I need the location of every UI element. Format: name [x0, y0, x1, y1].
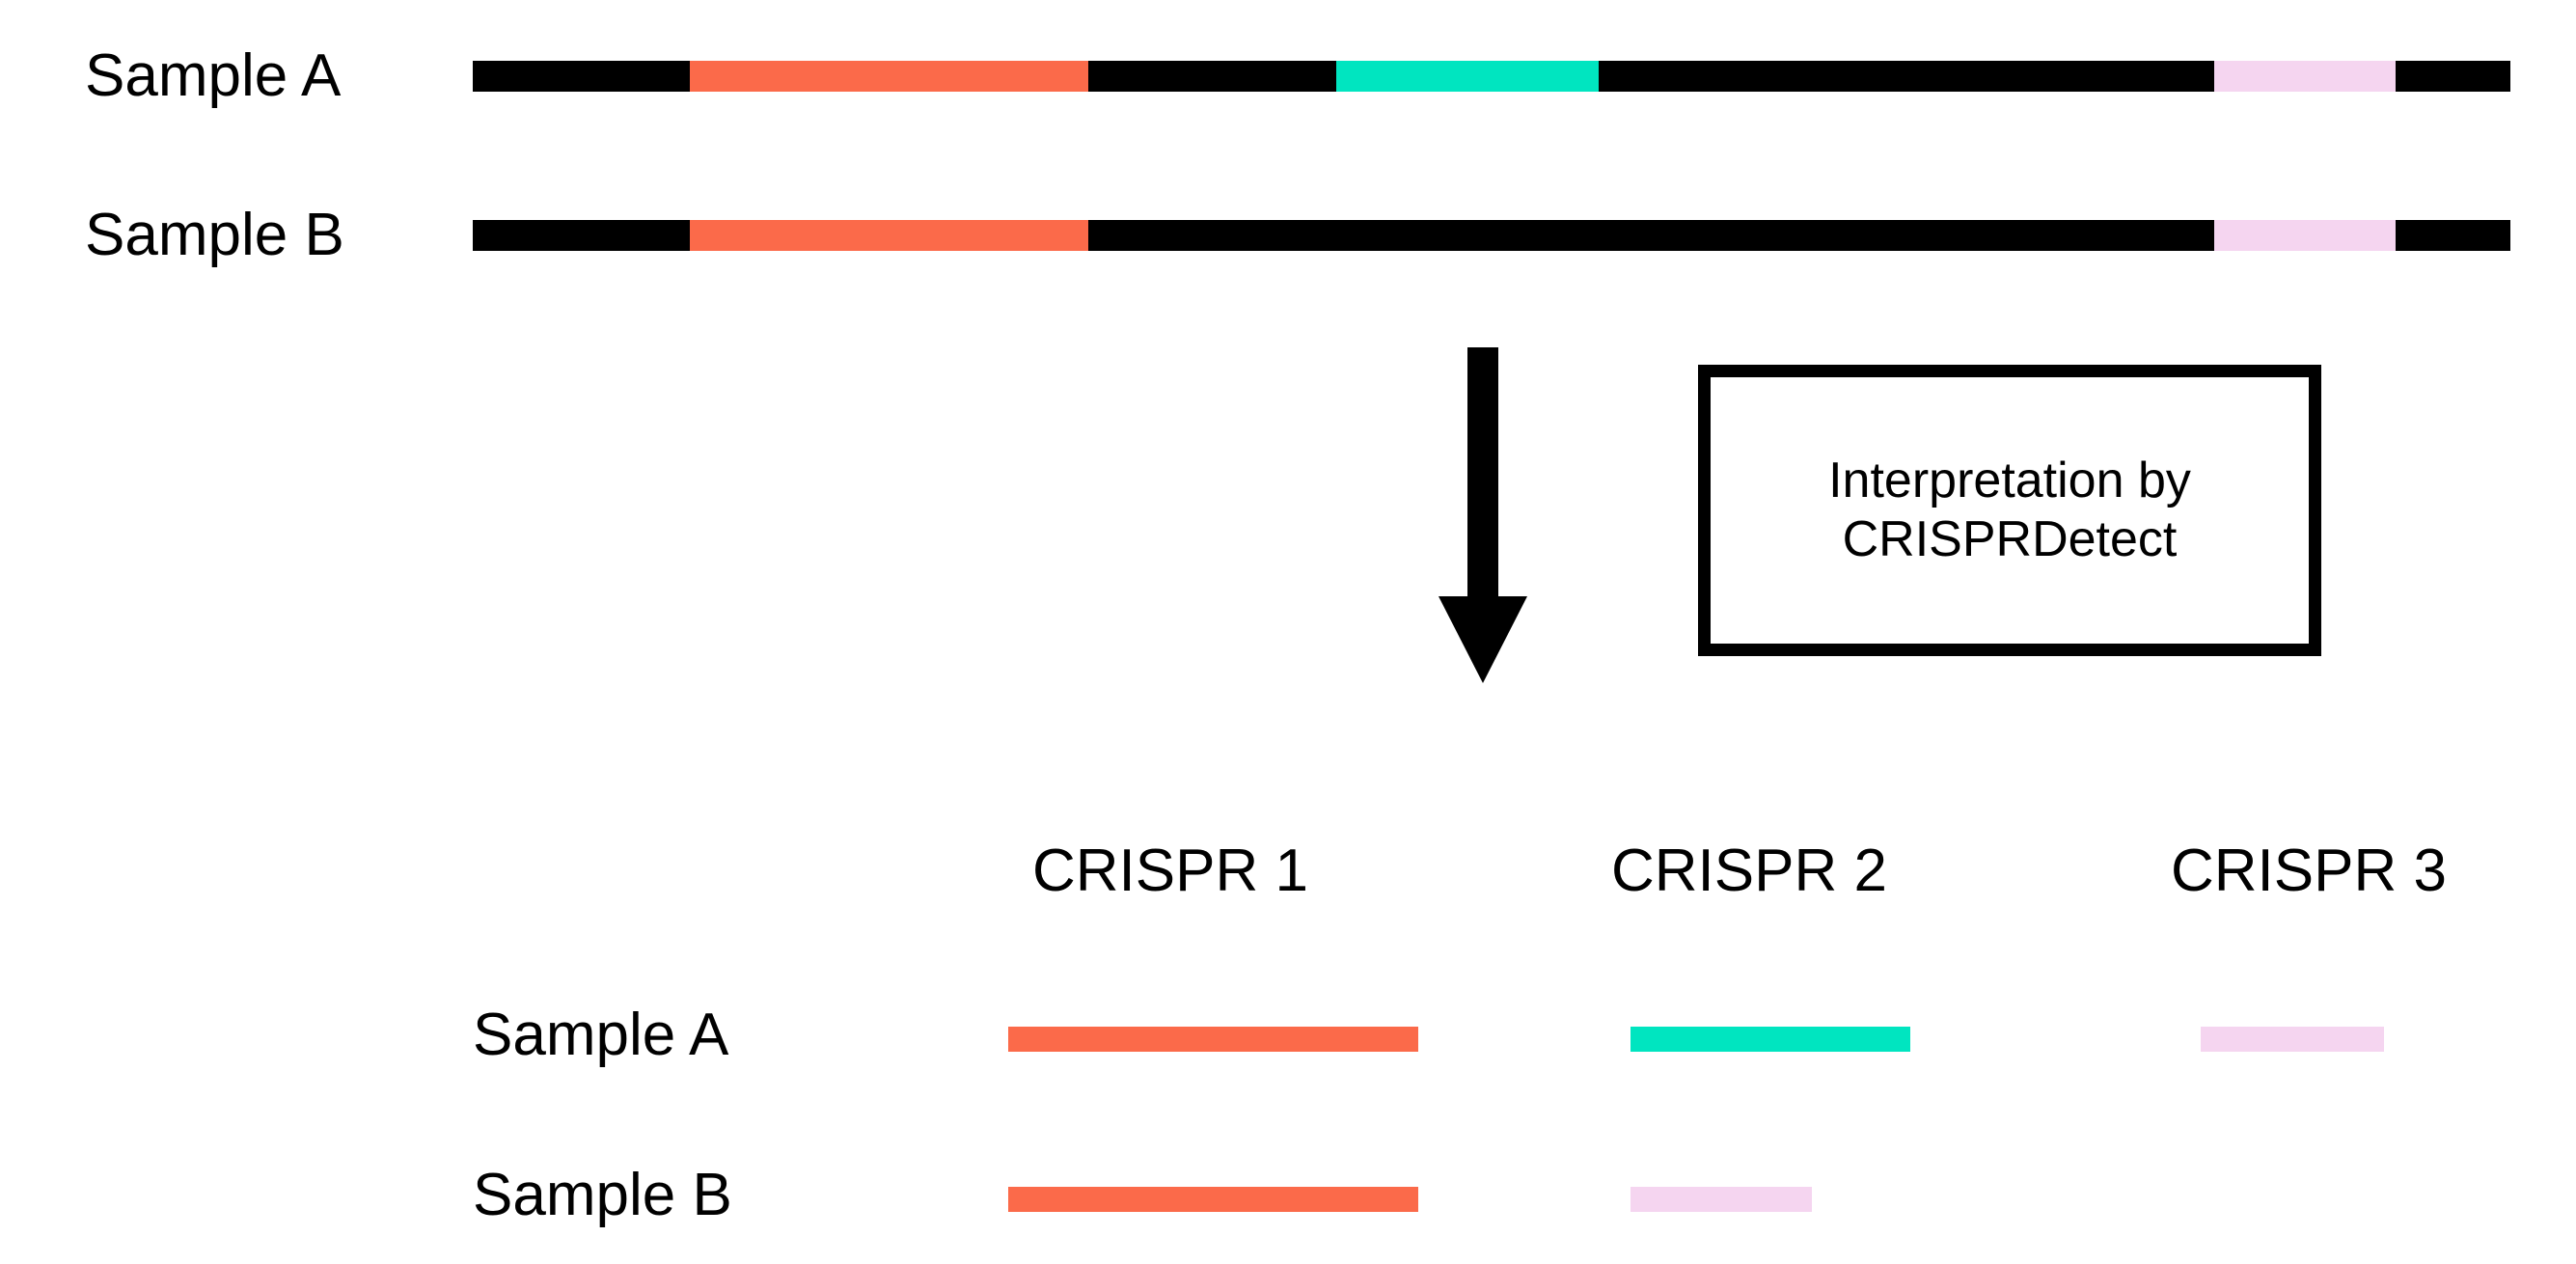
- genome-track-sample-a: [473, 61, 2510, 92]
- result-bar-sample-a-crispr-2: [1631, 1027, 1910, 1052]
- genome-segment-black: [1599, 61, 2214, 92]
- genome-segment-orange: [689, 220, 1089, 251]
- genome-track-sample-b: [473, 220, 2510, 251]
- down-arrow-head: [1439, 596, 1527, 683]
- genome-segment-pink: [2213, 220, 2396, 251]
- interpretation-line-1: Interpretation by: [1828, 452, 2191, 508]
- genome-segment-black: [1088, 220, 2214, 251]
- genome-segment-black: [2395, 61, 2510, 92]
- genome-segment-black: [2395, 220, 2510, 251]
- result-row-label-sample-a: Sample A: [473, 1002, 729, 1068]
- top-row-label-sample-a: Sample A: [85, 42, 342, 109]
- column-header-crispr-3: CRISPR 3: [2171, 838, 2447, 904]
- result-bar-sample-b-crispr-2: [1631, 1187, 1812, 1212]
- genome-segment-black: [1088, 61, 1337, 92]
- top-row-label-sample-b: Sample B: [85, 202, 344, 268]
- interpretation-box: Interpretation by CRISPRDetect: [1698, 365, 2321, 656]
- genome-segment-orange: [689, 61, 1089, 92]
- result-bar-sample-a-crispr-1: [1008, 1027, 1418, 1052]
- genome-segment-teal: [1336, 61, 1600, 92]
- result-bar-sample-a-crispr-3: [2201, 1027, 2384, 1052]
- down-arrow-shaft: [1467, 347, 1498, 600]
- genome-segment-black: [473, 220, 690, 251]
- result-row-label-sample-b: Sample B: [473, 1162, 732, 1228]
- genome-segment-black: [473, 61, 690, 92]
- result-bar-sample-b-crispr-1: [1008, 1187, 1418, 1212]
- genome-segment-pink: [2213, 61, 2396, 92]
- interpretation-line-2: CRISPRDetect: [1842, 511, 2178, 567]
- interpretation-text: Interpretation by CRISPRDetect: [1819, 452, 2201, 570]
- column-header-crispr-2: CRISPR 2: [1611, 838, 1887, 904]
- top-section: Sample A Sample B: [0, 0, 2576, 289]
- column-header-crispr-1: CRISPR 1: [1032, 838, 1308, 904]
